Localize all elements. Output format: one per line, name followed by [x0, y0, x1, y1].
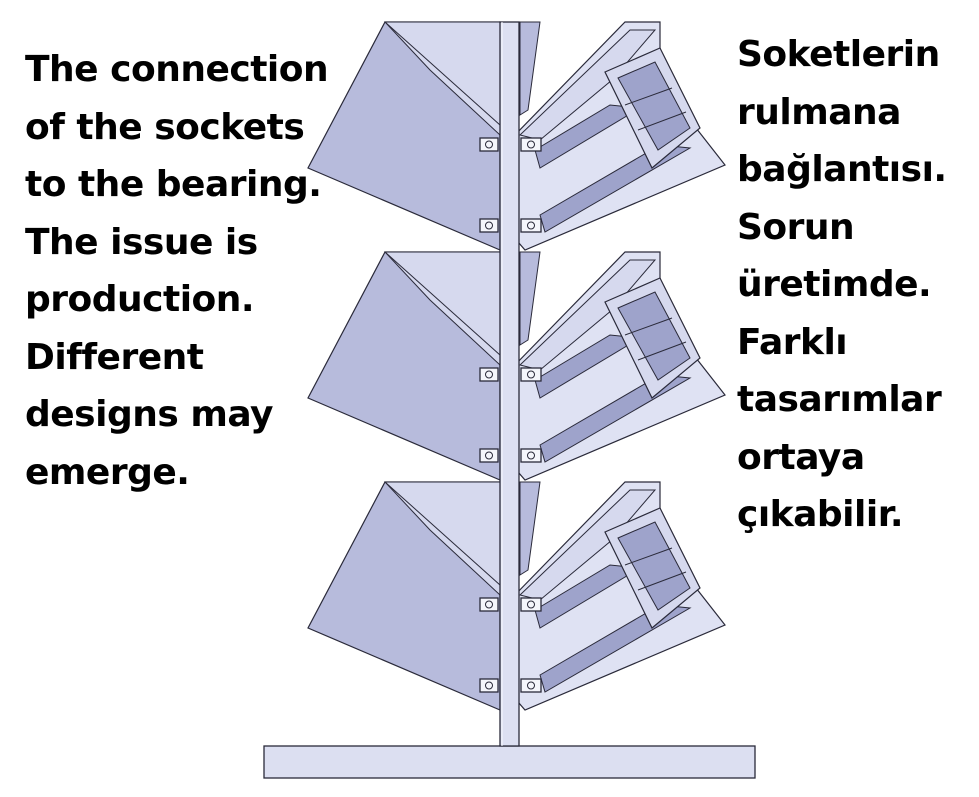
caption-line: rulmana — [737, 91, 901, 133]
caption-line: çıkabilir. — [737, 494, 903, 535]
caption-line: The issue is — [25, 221, 258, 263]
caption-line: emerge. — [25, 451, 190, 493]
caption-line: The connection — [25, 49, 329, 90]
central-shaft — [499, 21, 520, 747]
caption-line: üretimde. — [737, 264, 932, 305]
caption-line: designs may — [25, 394, 273, 435]
caption-english: The connection of the sockets to the beari… — [25, 41, 329, 501]
caption-line: ortaya — [737, 436, 865, 478]
caption-line: tasarımlar — [737, 379, 942, 420]
caption-turkish: Soketlerin rulmana bağlantısı. Sorun üretimd… — [737, 26, 947, 544]
caption-line: production. — [25, 279, 255, 320]
caption-line: Soketlerin — [737, 34, 940, 75]
caption-line: bağlantısı. — [737, 149, 947, 190]
caption-line: Farklı — [737, 321, 848, 363]
caption-line: to the bearing. — [25, 164, 322, 205]
caption-line: Different — [25, 336, 204, 378]
caption-line: Sorun — [737, 206, 855, 248]
base-plate — [263, 745, 756, 779]
caption-line: of the sockets — [25, 106, 305, 148]
